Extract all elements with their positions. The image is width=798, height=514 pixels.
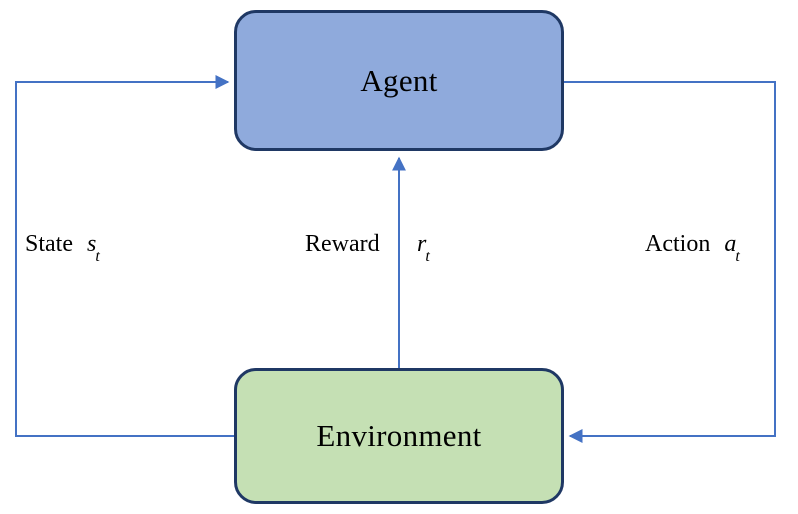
edge-label-reward-symbol: r [417,231,427,257]
edge-label-action-text: Action [645,231,711,257]
node-environment-label: Environment [316,418,482,453]
edge-label-state-text: State [25,231,73,257]
node-agent-label: Agent [360,62,438,98]
node-environment[interactable]: Environment [234,368,564,504]
edge-label-state-symbol: s [87,231,97,257]
edge-action-connector [564,81,776,443]
node-agent[interactable]: Agent [234,10,564,151]
edge-state-connector [15,75,234,437]
edge-label-state-subscript: t [95,247,100,265]
edge-label-reward-symbol-group: rt [417,231,431,264]
edge-label-reward-text: Reward [305,231,380,257]
edge-label-reward: Reward [305,232,380,256]
edge-label-reward-subscript: t [425,247,430,265]
edge-label-action-subscript: t [735,247,740,265]
edge-label-action-symbol: a [724,231,737,257]
